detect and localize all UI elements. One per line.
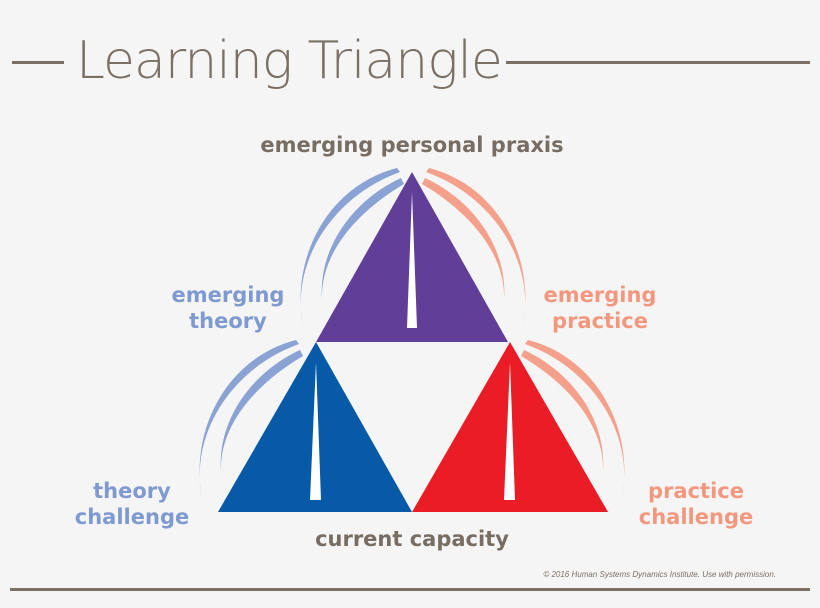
practice-arc-lower-outer — [525, 340, 625, 499]
label-emerging-theory-line1: emerging — [171, 283, 285, 307]
left-triangle-needle — [310, 362, 321, 500]
label-theory-challenge-line1: theory — [93, 479, 171, 503]
theory-arc-upper-outer — [300, 168, 400, 327]
right-triangle-needle — [504, 362, 515, 500]
label-practice-challenge: practice challenge — [616, 478, 776, 530]
practice-arc-lower-inner — [521, 350, 604, 472]
bottom-rule — [10, 588, 810, 591]
practice-arc-upper-inner — [422, 178, 505, 300]
label-emerging-practice: emerging practice — [520, 282, 680, 334]
label-practice-challenge-line1: practice — [648, 479, 744, 503]
page-title: Learning Triangle — [76, 31, 503, 91]
title-rule-right — [506, 61, 810, 64]
label-emerging-theory-line2: theory — [189, 309, 267, 333]
theory-arc-lower-inner — [220, 350, 303, 472]
label-theory-challenge-line2: challenge — [74, 505, 190, 529]
label-emerging-theory: emerging theory — [148, 282, 308, 334]
theory-arc-upper-inner — [321, 178, 404, 300]
title-bar: Learning Triangle — [0, 28, 820, 98]
label-current-capacity: current capacity — [315, 527, 509, 551]
label-emerging-practice-line1: emerging — [543, 283, 657, 307]
copyright-notice: © 2016 Human Systems Dynamics Institute.… — [543, 570, 776, 579]
label-practice-challenge-line2: challenge — [638, 505, 754, 529]
label-emerging-personal-praxis: emerging personal praxis — [260, 133, 564, 157]
label-theory-challenge: theory challenge — [52, 478, 212, 530]
theory-arc-lower-outer — [199, 340, 299, 499]
top-triangle-needle — [407, 192, 417, 328]
practice-arc-upper-outer — [426, 168, 526, 327]
label-emerging-practice-line2: practice — [552, 309, 648, 333]
title-rule-left — [12, 61, 64, 64]
